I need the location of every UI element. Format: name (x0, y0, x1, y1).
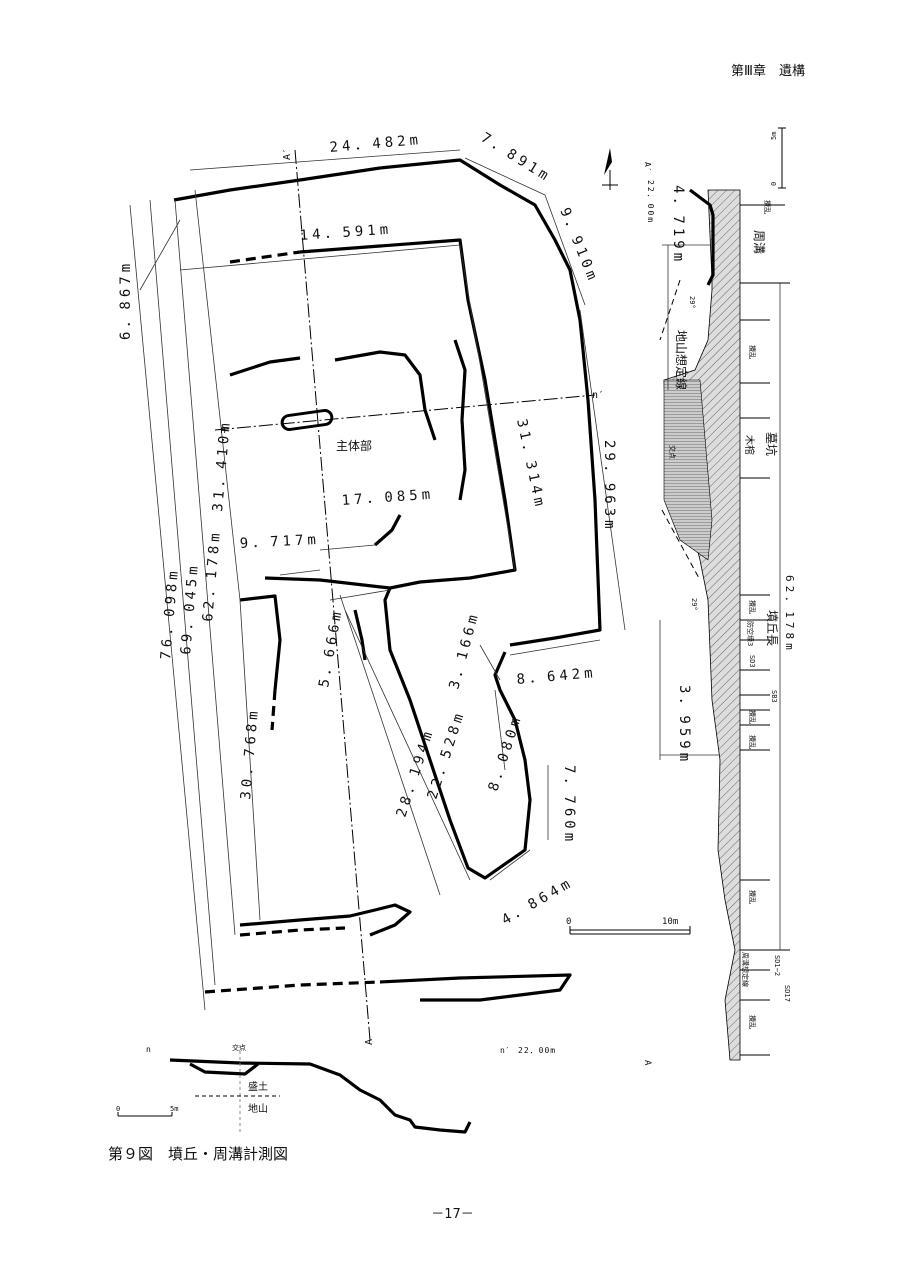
dimension-69045: 69．045m (178, 562, 202, 656)
section-a-profile: A′ 22．00m 4．719m 3．959m 62．178m 周溝 地山想定線… (642, 127, 796, 1066)
dimension-30768: 30．768m (238, 707, 262, 801)
coffin-label: 木棺 (743, 435, 756, 455)
intersection-label: 交点 (232, 1043, 246, 1052)
dimension-29963: 29．963m (601, 440, 617, 533)
dimension-62178: 62．178m (200, 529, 224, 623)
a-prime-label: A′ (282, 148, 293, 160)
sd17-label: SD17 (783, 985, 791, 1002)
chapter-header: 第Ⅲ章 遺構 (731, 64, 805, 79)
grave-pit-label: 墓坑 (764, 432, 779, 456)
section-a-bottom-label: A (642, 1060, 652, 1066)
sd12-label: SD1−2 (773, 955, 781, 976)
trench-label: 防空壕3 (746, 621, 755, 646)
n-right-label: n′ (500, 1046, 510, 1055)
dimension-7760: 7．760m (561, 765, 577, 845)
mound-length-value: 62．178m (783, 575, 796, 654)
intersection-label: 交点 (668, 445, 677, 459)
moat-ground-label: 周溝想定線 (741, 952, 750, 987)
scale-zero-label: 0 (116, 1105, 120, 1113)
main-body-label: 主体部 (336, 438, 372, 453)
fill-soil-label: 盛土 (248, 1080, 268, 1093)
plan-scale-bar: 0 10m (566, 917, 691, 935)
dimension-4864: 4．864m (499, 875, 576, 929)
scale-max-label: 5m (170, 1105, 178, 1113)
dimension-14591: 14．591m (299, 222, 392, 244)
dimension-24482: 24．482m (329, 132, 423, 156)
moat-label: 周溝 (752, 230, 766, 254)
n-left-label: n (146, 1045, 151, 1054)
section-a-top-label: A′ (643, 162, 652, 172)
dimension-3959: 3．959m (676, 685, 692, 765)
sd3-label: SD3 (748, 655, 756, 668)
dimension-8080: 8．080m (486, 712, 526, 793)
dimension-8642: 8．642m (516, 665, 597, 688)
dimension-3166: 3．166m (446, 609, 482, 691)
scale-zero-label: 0 (566, 917, 571, 927)
section-n-scale-bar: 0 5m (116, 1105, 178, 1117)
scale-max-label: 5m (770, 132, 778, 140)
angle-bottom: 29° (690, 598, 698, 611)
disturbed-label: 攪乱 (748, 600, 757, 614)
scale-max-label: 10m (662, 917, 678, 927)
disturbed-label: 攪乱 (763, 200, 772, 214)
mound-plan: 24．482m 7．891m 9．910m 14．591m 6．867m 31．… (118, 130, 691, 1045)
dimension-4719: 4．719m (670, 185, 686, 265)
dimension-28194: 28．194m (394, 726, 438, 819)
dimension-22528: 22．528m (425, 708, 469, 801)
angle-top: 29° (688, 296, 696, 309)
n-left-label: n (220, 425, 226, 436)
page-number: －17－ (431, 1207, 474, 1222)
dimension-6867: 6．867m (118, 260, 134, 340)
dimension-17085: 17．085m (341, 487, 434, 509)
disturbed-label: 攪乱 (748, 735, 757, 749)
dimension-31314: 31．314m (513, 418, 548, 512)
section-n-elevation: 22．00m (518, 1046, 556, 1055)
section-a-scale-bar: 0 5m (770, 127, 786, 189)
disturbed-label: 攪乱 (748, 345, 757, 359)
sb3-label: SB3 (770, 690, 778, 703)
n-right-label: n′ (592, 390, 604, 401)
north-arrow-icon (602, 148, 618, 190)
disturbed-label: 攪乱 (748, 890, 757, 904)
section-a-elevation: 22．00m (646, 180, 655, 224)
figure-caption: 第９図 墳丘・周溝計測図 (108, 1145, 289, 1163)
mound-length-label: 墳丘長 (765, 610, 779, 646)
disturbed-label: 攪乱 (748, 1015, 757, 1029)
section-n-profile: n 交点 n′ 22．00m 盛土 地山 0 5m (116, 1043, 556, 1135)
scale-zero-label: 0 (770, 182, 778, 186)
dimension-9717: 9．717m (239, 532, 320, 552)
ground-label: 地山 (248, 1102, 268, 1115)
disturbed-label: 攪乱 (748, 710, 757, 724)
dimension-5666: 5．666m (316, 607, 346, 689)
a-label: A (364, 1039, 375, 1045)
ground-line-label: 地山想定線 (674, 330, 689, 390)
